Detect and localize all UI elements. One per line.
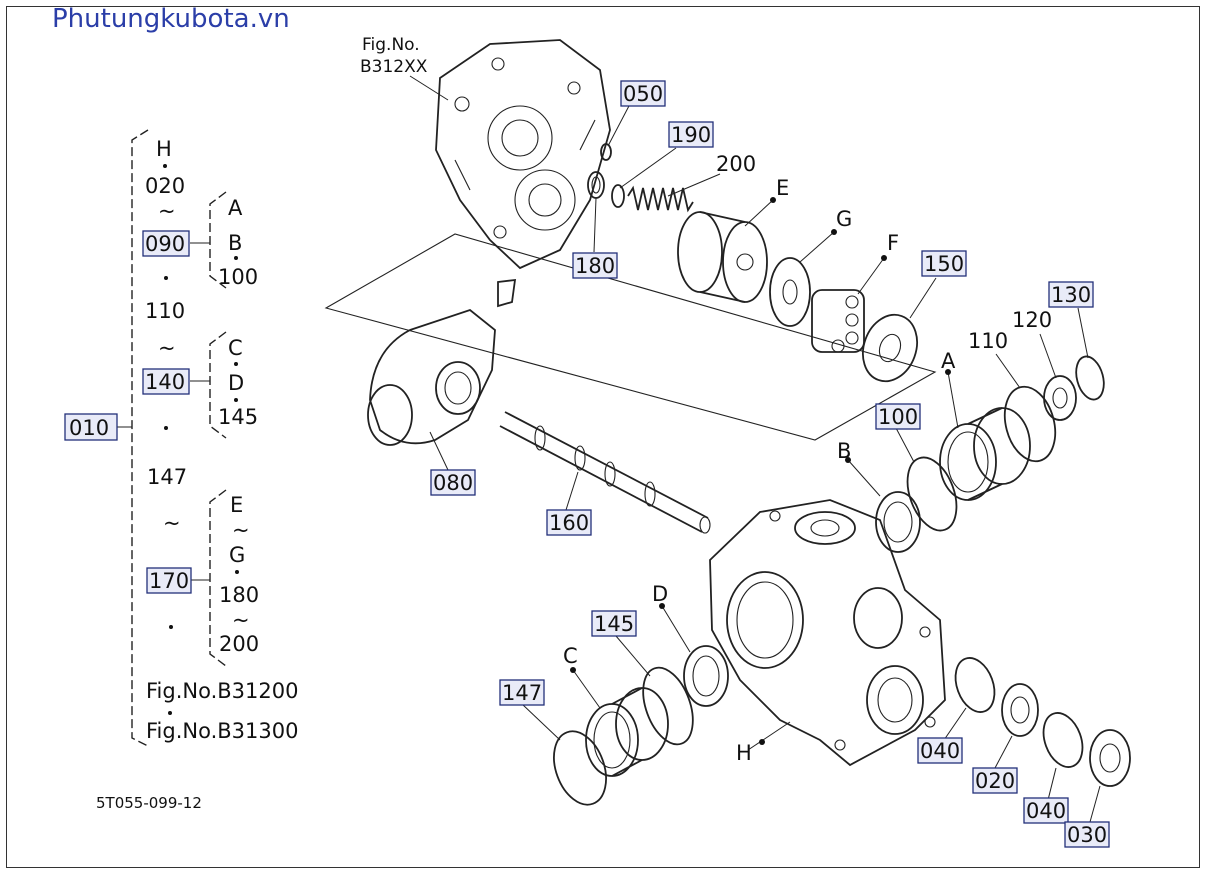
part-labels: 050 190 200 180 E G F 150 130 120 110 A … — [430, 80, 1110, 848]
tree-item: E — [230, 493, 243, 517]
drawing-code: 5T055-099-12 — [96, 794, 202, 812]
part-G-retainer — [769, 257, 811, 327]
label-100: 100 — [878, 405, 918, 429]
part-080-swashplate — [367, 278, 517, 446]
part-030-bearing — [1089, 729, 1131, 787]
diagram-frame — [6, 6, 1200, 868]
part-F-pistons — [811, 289, 865, 353]
tree-bracket-090 — [209, 191, 227, 289]
part-100-oring — [906, 456, 958, 532]
label-D: D — [652, 582, 668, 606]
part-040-circlip-a — [954, 657, 996, 713]
label-145: 145 — [594, 612, 634, 636]
label-E: E — [776, 176, 789, 200]
tree-fig-a: Fig.No.B31200 — [146, 679, 298, 703]
tree-item: 200 — [219, 632, 259, 656]
label-B: B — [837, 439, 851, 463]
tree-item: 180 — [219, 583, 259, 607]
label-H: H — [736, 741, 752, 765]
fig-ref-line2: B312XX — [360, 57, 428, 77]
label-C: C — [563, 644, 578, 668]
tree-bracket-170 — [209, 489, 227, 667]
pump-housing-top — [435, 39, 611, 270]
fig-ref-line1: Fig.No. — [362, 35, 420, 55]
part-200-spring — [627, 185, 694, 213]
label-200: 200 — [716, 152, 756, 176]
tree-item: 110 — [145, 299, 185, 323]
tree-item: 140 — [145, 370, 185, 394]
part-147-circlip — [553, 730, 607, 806]
tree-item: A — [228, 196, 243, 220]
label-080: 080 — [433, 471, 473, 495]
label-030: 030 — [1067, 823, 1107, 847]
tree-140-box — [142, 368, 190, 395]
tree-bracket-main — [131, 129, 149, 747]
label-147: 147 — [502, 681, 542, 705]
tree-item: 147 — [147, 465, 187, 489]
label-040-a: 040 — [920, 739, 960, 763]
part-E-cylinder-block — [677, 211, 768, 303]
label-180: 180 — [575, 254, 615, 278]
tree-item: 020 — [145, 174, 185, 198]
tree-item: D — [228, 371, 244, 395]
tree-fig-b: Fig.No.B31300 — [146, 719, 298, 743]
tree-root: 010 — [69, 416, 109, 440]
tree-item: ~ — [232, 608, 250, 632]
part-H-main-housing — [709, 499, 946, 767]
label-130: 130 — [1051, 283, 1091, 307]
tree-item: G — [229, 543, 245, 567]
tree-item: ~ — [158, 336, 176, 360]
label-G: G — [836, 207, 852, 231]
label-190: 190 — [671, 123, 711, 147]
leader-lines — [429, 103, 1101, 823]
tree-item: H — [156, 137, 172, 161]
part-190 — [611, 184, 625, 208]
label-050: 050 — [623, 82, 663, 106]
label-A: A — [941, 349, 956, 373]
tree-item: 100 — [218, 265, 258, 289]
part-C-bearing — [585, 687, 669, 777]
part-040-circlip-b — [1042, 712, 1084, 768]
tree-item: ~ — [232, 518, 250, 542]
label-040-b: 040 — [1026, 799, 1066, 823]
part-A-bearing — [939, 407, 1031, 501]
tree-item: 170 — [149, 569, 189, 593]
tree-item: B — [228, 231, 242, 255]
part-050 — [600, 143, 612, 161]
part-120-bearing — [1043, 375, 1077, 421]
tree-item: 090 — [145, 232, 185, 256]
label-F: F — [887, 231, 899, 255]
part-160-shaft — [499, 411, 711, 534]
part-020-bearing — [1001, 683, 1039, 737]
tree-090-box — [142, 230, 190, 257]
watermark: Phutungkubota.vn — [52, 4, 290, 34]
part-B-seal — [875, 491, 921, 553]
tree-item: ~ — [163, 511, 181, 535]
tree-bracket-140 — [209, 331, 227, 439]
tree-item: C — [228, 336, 243, 360]
tree-item: 145 — [218, 405, 258, 429]
label-160: 160 — [549, 511, 589, 535]
assembly-plane — [324, 233, 937, 441]
label-020: 020 — [975, 769, 1015, 793]
part-D-seal — [683, 645, 729, 707]
tree-170-box — [146, 567, 192, 594]
parts-tree: 010 H 020 ~ 090 A B 100 110 ~ 140 C D 14… — [64, 129, 298, 747]
tree-root-box — [64, 413, 118, 441]
tree-item: ~ — [158, 199, 176, 223]
part-145-oring — [642, 666, 694, 746]
label-150: 150 — [924, 252, 964, 276]
part-130-circlip — [1075, 355, 1105, 401]
part-150-plate — [862, 313, 918, 383]
label-120: 120 — [1012, 308, 1052, 332]
label-110: 110 — [968, 329, 1008, 353]
